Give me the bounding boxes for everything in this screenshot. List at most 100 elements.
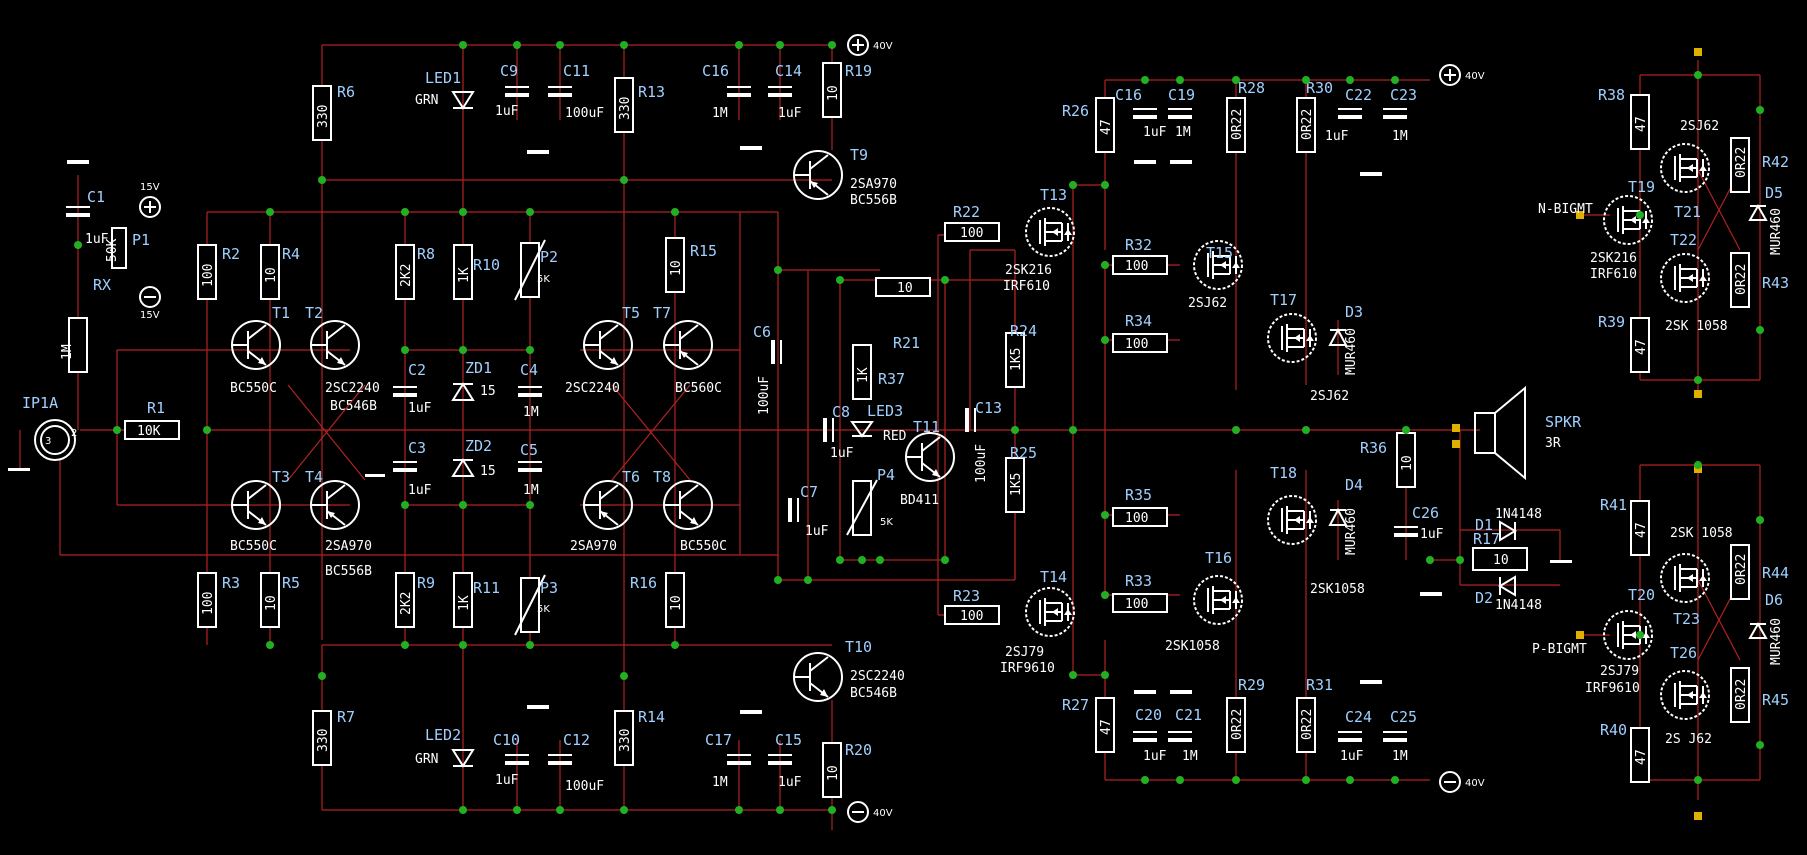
component-label: T15	[1206, 244, 1233, 262]
component-label: P-BIGMT	[1532, 642, 1587, 657]
component-label: 0R22	[1734, 554, 1749, 585]
component-label: C3	[408, 439, 426, 457]
component-label: R13	[638, 83, 665, 101]
component-label: 10	[669, 260, 684, 276]
component-label: 1uF	[408, 483, 432, 498]
component-label: 330	[618, 729, 633, 752]
component-label: C8	[832, 403, 850, 421]
junction-dots	[74, 41, 1764, 814]
component-label: 1M	[60, 344, 75, 360]
component-label: 2SK 1058	[1665, 319, 1728, 334]
component-label: 10	[826, 85, 841, 101]
component-label: 100uF	[974, 444, 989, 483]
component-label: R5	[282, 574, 300, 592]
component-label: MUR460	[1769, 618, 1784, 665]
component-label: T2	[305, 304, 323, 322]
component-label: 0R22	[1300, 709, 1315, 740]
component-label: 10	[826, 765, 841, 781]
component-label: P2	[540, 248, 558, 266]
rail-label-in-neg: 15V	[140, 310, 160, 321]
component-label: R9	[417, 574, 435, 592]
component-label: 1M	[1182, 749, 1198, 764]
component-label: P1	[132, 231, 150, 249]
component-label: 1M	[1392, 749, 1408, 764]
component-label: 100uF	[757, 376, 772, 415]
component-label: 2SC2240	[325, 381, 380, 396]
component-label: 47	[1634, 116, 1649, 132]
component-label: C22	[1345, 86, 1372, 104]
component-label: R21	[893, 334, 920, 352]
component-label: R39	[1598, 313, 1625, 331]
component-label: 1M	[712, 775, 728, 790]
component-label: C12	[563, 731, 590, 749]
component-label: 330	[316, 105, 331, 128]
component-label: R28	[1238, 79, 1265, 97]
component-label: 5K	[880, 517, 893, 528]
component-label: R23	[953, 587, 980, 605]
component-label: 2SJ62	[1680, 119, 1719, 134]
component-label: T22	[1670, 231, 1697, 249]
component-label: 100uF	[565, 106, 604, 121]
component-label: R6	[337, 83, 355, 101]
component-label: BC550C	[680, 539, 727, 554]
component-label: R30	[1306, 79, 1333, 97]
component-label: 1M	[1392, 129, 1408, 144]
component-label: IRF9610	[1000, 661, 1055, 676]
component-label: R29	[1238, 676, 1265, 694]
component-label: 47	[1634, 339, 1649, 355]
component-label: C17	[705, 731, 732, 749]
component-label: C4	[520, 361, 538, 379]
component-label: 2SJ62	[1188, 296, 1227, 311]
component-label: C19	[1168, 86, 1195, 104]
component-label: C6	[753, 323, 771, 341]
component-label: 2SK1058	[1165, 639, 1220, 654]
component-label: 1N4148	[1495, 507, 1542, 522]
component-label: C23	[1390, 86, 1417, 104]
component-label: 2K2	[399, 264, 414, 287]
component-label: C15	[775, 731, 802, 749]
component-label: LED1	[425, 69, 461, 87]
component-label: T4	[305, 468, 323, 486]
component-label: BC546B	[850, 686, 897, 701]
component-label: C1	[87, 188, 105, 206]
component-label: 2SA970	[325, 539, 372, 554]
component-label: C13	[975, 399, 1002, 417]
component-label: 10	[897, 281, 913, 296]
component-label: ZD2	[465, 437, 492, 455]
component-label: C21	[1175, 706, 1202, 724]
component-label: 47	[1634, 749, 1649, 765]
component-label: IRF610	[1590, 267, 1637, 282]
component-label: 100	[201, 264, 216, 287]
component-label: 1N4148	[1495, 598, 1542, 613]
component-label: R8	[417, 245, 435, 263]
component-label: R40	[1600, 721, 1627, 739]
component-label: RED	[883, 429, 907, 444]
component-label: 100	[1125, 259, 1148, 274]
component-label: 1M	[712, 106, 728, 121]
component-label: 0R22	[1230, 709, 1245, 740]
component-label: 2SK216	[1005, 263, 1052, 278]
component-label: BC550C	[230, 539, 277, 554]
component-label: 10	[1493, 553, 1509, 568]
component-label: 10	[669, 595, 684, 611]
component-label: R45	[1762, 691, 1789, 709]
component-label: R20	[845, 741, 872, 759]
component-label: R43	[1762, 274, 1789, 292]
component-label: BC556B	[850, 193, 897, 208]
component-label: 2SJ79	[1005, 645, 1044, 660]
component-label: BC550C	[230, 381, 277, 396]
component-label: R17	[1473, 530, 1500, 548]
component-label: 330	[316, 729, 331, 752]
component-label: P3	[540, 579, 558, 597]
component-label: 1K	[457, 267, 472, 283]
component-label: 0R22	[1300, 109, 1315, 140]
component-label: R36	[1360, 439, 1387, 457]
component-label: R38	[1598, 86, 1625, 104]
component-label: 10K	[137, 424, 161, 439]
component-label: BC560C	[675, 381, 722, 396]
component-label: 1K	[856, 367, 871, 383]
